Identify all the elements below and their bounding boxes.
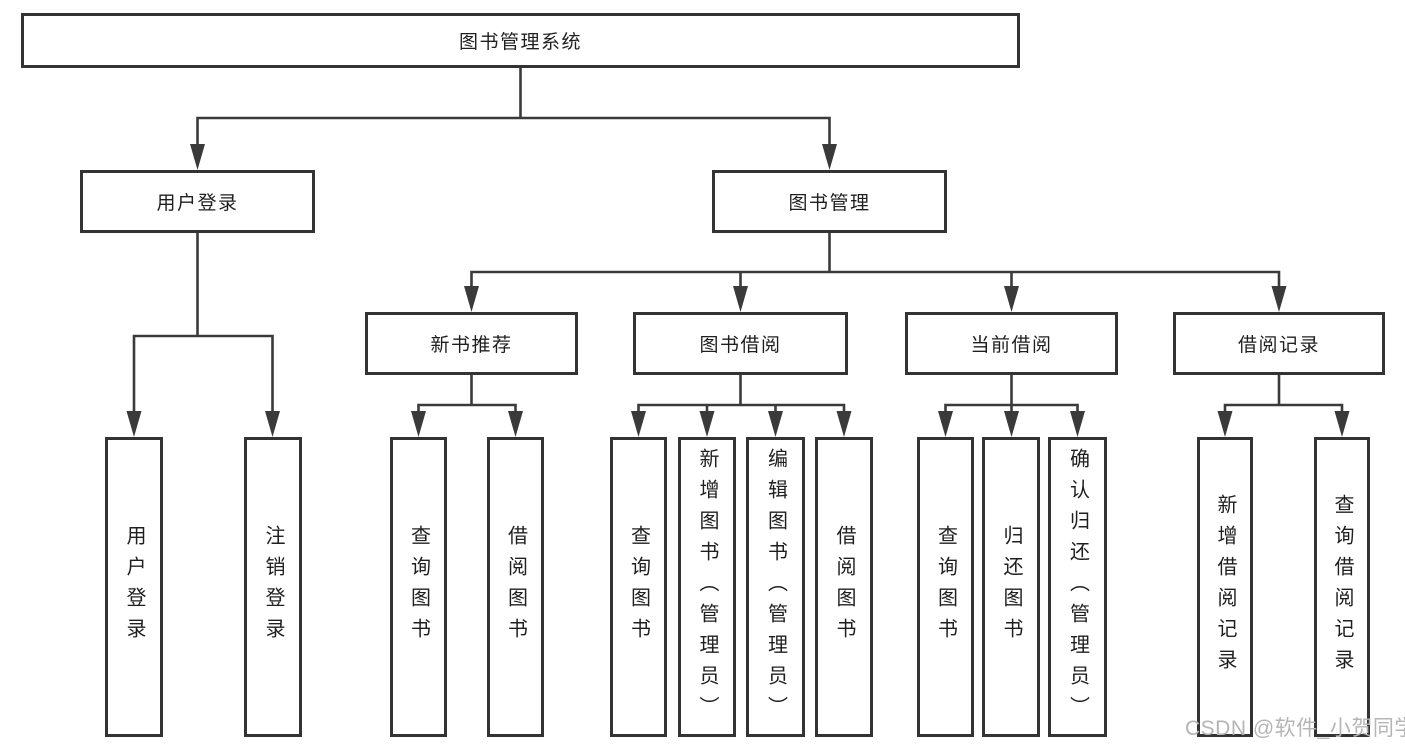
node-label: 查询借阅记录 — [1331, 494, 1353, 680]
arrowhead — [411, 411, 426, 437]
node-label: 借阅图书 — [504, 525, 527, 649]
watermark: CSDN @软件_小贺同学 — [1185, 717, 1405, 740]
leaf-query-books-1: 查询图书 — [390, 437, 447, 737]
arrowhead — [190, 144, 205, 170]
node-label: 查询图书 — [627, 525, 650, 649]
arrowhead — [1334, 411, 1350, 437]
arrowhead — [464, 286, 479, 312]
arrowhead — [631, 411, 646, 437]
leaf-query-books-2: 查询图书 — [610, 437, 667, 737]
node-label: 图书借阅 — [699, 335, 782, 356]
node-label: 新书推荐 — [430, 335, 513, 356]
leaf-edit-books-admin: 编辑图书（管理员） — [746, 437, 805, 737]
node-book-borrow: 图书借阅 — [633, 312, 848, 375]
leaf-borrow-books-2: 借阅图书 — [815, 437, 873, 737]
node-new-book-recommend: 新书推荐 — [365, 312, 578, 375]
node-label: 借阅记录 — [1237, 335, 1320, 356]
node-label: 确认归还（管理员） — [1066, 447, 1089, 727]
node-label: 归还图书 — [1000, 525, 1022, 649]
node-book-management: 图书管理 — [712, 170, 947, 233]
node-label: 当前借阅 — [970, 335, 1053, 356]
node-label: 查询图书 — [934, 525, 957, 649]
node-label: 图书管理系统 — [458, 32, 582, 53]
connector-root-bar — [196, 116, 831, 146]
node-root: 图书管理系统 — [21, 13, 1020, 68]
arrowhead — [265, 411, 280, 437]
arrowhead — [733, 286, 748, 312]
arrowhead — [126, 411, 142, 437]
leaf-borrow-books-1: 借阅图书 — [487, 437, 544, 737]
connector-newbook-bar — [417, 403, 517, 416]
node-user-login: 用户登录 — [80, 170, 315, 233]
node-label: 借阅图书 — [833, 525, 855, 649]
connector-current-bar — [944, 403, 1079, 416]
leaf-logout: 注销登录 — [244, 437, 302, 737]
node-label: 注销登录 — [262, 525, 284, 649]
leaf-query-borrow-record: 查询借阅记录 — [1314, 437, 1370, 737]
arrowhead — [508, 411, 523, 437]
arrowhead — [768, 411, 783, 437]
connector-borrow-bar — [637, 403, 846, 416]
leaf-add-borrow-record: 新增借阅记录 — [1197, 437, 1253, 737]
node-label: 图书管理 — [788, 193, 871, 214]
arrowhead — [1070, 411, 1085, 437]
node-label: 编辑图书（管理员） — [764, 447, 787, 727]
arrowhead — [822, 144, 837, 170]
leaf-add-books-admin: 新增图书（管理员） — [678, 437, 736, 737]
arrowhead — [699, 411, 715, 437]
connector-user-login-bar — [132, 334, 274, 413]
leaf-user-login: 用户登录 — [105, 437, 163, 737]
node-label: 新增借阅记录 — [1214, 494, 1236, 680]
arrowhead — [1217, 411, 1233, 437]
connector-book-mgmt-bar — [470, 270, 1281, 288]
node-borrow-records: 借阅记录 — [1173, 312, 1385, 375]
node-current-borrow: 当前借阅 — [905, 312, 1118, 375]
leaf-return-books: 归还图书 — [982, 437, 1040, 737]
connector-records-bar — [1223, 403, 1344, 416]
node-label: 用户登录 — [123, 525, 145, 649]
leaf-confirm-return-admin: 确认归还（管理员） — [1048, 437, 1107, 737]
arrowhead — [1271, 286, 1287, 312]
node-label: 新增图书（管理员） — [696, 447, 718, 727]
arrowhead — [836, 411, 852, 437]
leaf-query-books-3: 查询图书 — [917, 437, 974, 737]
node-label: 用户登录 — [156, 193, 239, 214]
arrowhead — [938, 411, 953, 437]
arrowhead — [1004, 411, 1019, 437]
arrowhead — [1004, 286, 1019, 312]
node-label: 查询图书 — [407, 525, 430, 649]
